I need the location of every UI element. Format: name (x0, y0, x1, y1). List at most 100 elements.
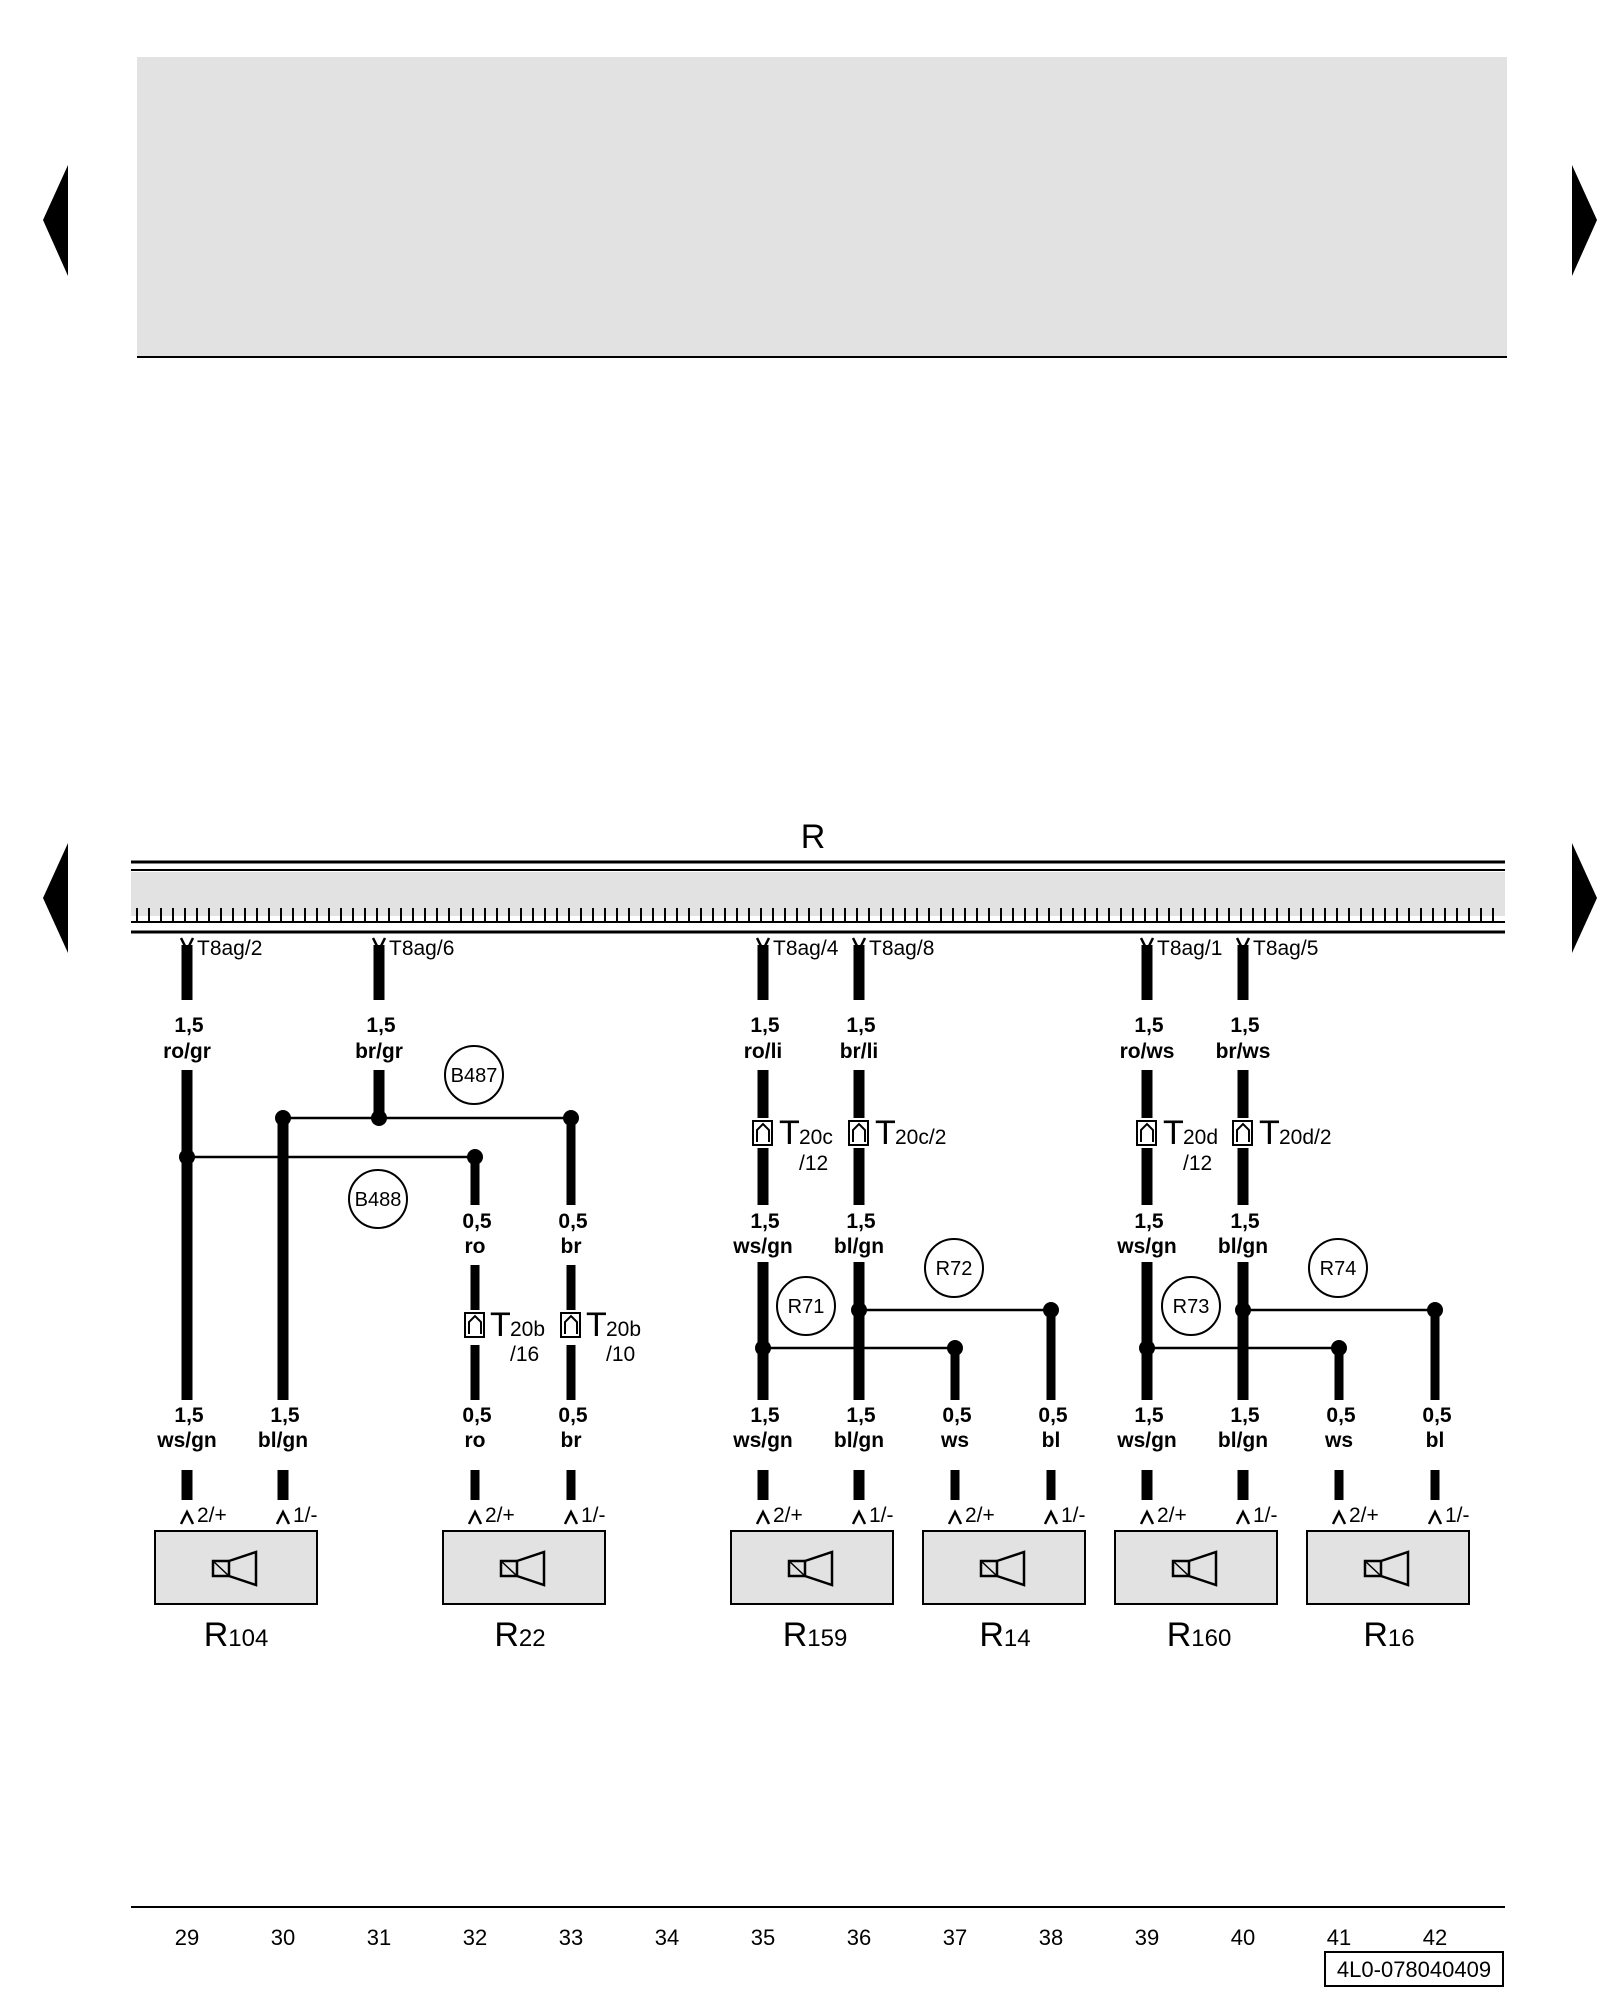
track-number: 39 (1135, 1925, 1159, 1950)
track-number: 40 (1231, 1925, 1255, 1950)
speaker-r16: R16 (1306, 1530, 1470, 1654)
svg-text:2/+: 2/+ (197, 1504, 227, 1527)
wire-label: br (561, 1429, 582, 1452)
wire-label: 1,5 (1134, 1210, 1164, 1233)
svg-text:R14: R14 (979, 1616, 1030, 1654)
svg-text:/12: /12 (1183, 1152, 1212, 1175)
svg-text:T8ag/6: T8ag/6 (389, 937, 454, 960)
svg-text:R16: R16 (1363, 1616, 1414, 1654)
junction-dots (179, 1110, 1443, 1356)
svg-text:R74: R74 (1320, 1258, 1357, 1280)
track-number: 42 (1423, 1925, 1447, 1950)
track-number: 33 (559, 1925, 583, 1950)
wire-label: bl/gn (1218, 1235, 1268, 1258)
svg-text:R71: R71 (788, 1296, 825, 1318)
wire-label: 1,5 (174, 1014, 204, 1037)
wire-label: br/li (840, 1040, 879, 1063)
speaker-icon (1363, 1550, 1410, 1587)
inline-connectors: T 20b /16 T 20b /10 T 20c /12 T 20c/2 (464, 1114, 1332, 1366)
wire-label: bl (1426, 1429, 1445, 1452)
wire-label: ws/gn (732, 1429, 793, 1452)
svg-text:T: T (1163, 1114, 1184, 1152)
track-number: 38 (1039, 1925, 1063, 1950)
svg-text:/12: /12 (799, 1152, 828, 1175)
speakers: R104 R22 R159 R14 R160 R16 (154, 1530, 1470, 1654)
splice-r71: R71 (776, 1276, 836, 1336)
wire-label: ws/gn (1116, 1235, 1177, 1258)
svg-text:2/+: 2/+ (485, 1504, 515, 1527)
svg-text:T8ag/5: T8ag/5 (1253, 937, 1318, 960)
wire-label: 1,5 (1134, 1404, 1164, 1427)
wire-label: 1,5 (750, 1404, 780, 1427)
track-number: 29 (175, 1925, 199, 1950)
svg-text:2/+: 2/+ (773, 1504, 803, 1527)
splice-r74: R74 (1308, 1238, 1368, 1298)
wire-label: 0,5 (1326, 1404, 1356, 1427)
next-page-arrow-icon-lower[interactable] (1572, 843, 1597, 953)
svg-text:T8ag/1: T8ag/1 (1157, 937, 1222, 960)
wire-label: 1,5 (1134, 1014, 1164, 1037)
connector-t20c-2: T 20c/2 (848, 1114, 946, 1152)
speaker-r14: R14 (922, 1530, 1086, 1654)
svg-text:T8ag/8: T8ag/8 (869, 937, 934, 960)
wire-label: 0,5 (462, 1210, 492, 1233)
prev-page-arrow-icon-lower[interactable] (43, 843, 68, 953)
radio-unit-R: R (131, 818, 1505, 934)
wire-label: 0,5 (558, 1210, 588, 1233)
svg-text:20c: 20c (799, 1126, 833, 1149)
wire-label: 1,5 (1230, 1404, 1260, 1427)
svg-text:R160: R160 (1167, 1616, 1232, 1654)
svg-text:1/-: 1/- (293, 1504, 318, 1527)
svg-text:T8ag/4: T8ag/4 (773, 937, 839, 960)
svg-text:R159: R159 (783, 1616, 848, 1654)
svg-text:1/-: 1/- (1253, 1504, 1278, 1527)
svg-text:1/-: 1/- (581, 1504, 606, 1527)
wire-label: 1,5 (1230, 1014, 1260, 1037)
splice-b487: B487 (444, 1045, 504, 1105)
wire-label: ws (1324, 1429, 1353, 1452)
svg-text:1/-: 1/- (869, 1504, 894, 1527)
wire-label: 1,5 (846, 1404, 876, 1427)
track-number: 31 (367, 1925, 391, 1950)
svg-text:20b: 20b (510, 1318, 545, 1341)
svg-text:B488: B488 (355, 1189, 402, 1211)
track-number: 36 (847, 1925, 871, 1950)
splice-r73: R73 (1161, 1276, 1221, 1336)
wire-label: 1,5 (174, 1404, 204, 1427)
svg-text:/10: /10 (606, 1343, 635, 1366)
svg-text:20c/2: 20c/2 (895, 1126, 946, 1149)
wire-label: ro/gr (163, 1040, 211, 1063)
prev-page-arrow-icon[interactable] (43, 165, 68, 276)
wire-label: br/ws (1216, 1040, 1271, 1063)
svg-text:1/-: 1/- (1445, 1504, 1470, 1527)
speaker-r22: R22 (442, 1530, 606, 1654)
svg-text:2/+: 2/+ (1157, 1504, 1187, 1527)
next-page-arrow-icon[interactable] (1572, 165, 1597, 276)
wire-label: bl/gn (834, 1429, 884, 1452)
speaker-icon (499, 1550, 546, 1587)
wire-label: 0,5 (1038, 1404, 1068, 1427)
connector-t20d-12: T 20d /12 (1136, 1114, 1218, 1175)
svg-text:2/+: 2/+ (1349, 1504, 1379, 1527)
svg-text:R72: R72 (936, 1258, 973, 1280)
connector-t20b-16: T 20b /16 (464, 1306, 545, 1366)
wire-label: 0,5 (1422, 1404, 1452, 1427)
wire-label: 1,5 (846, 1014, 876, 1037)
wire-label: br/gr (355, 1040, 403, 1063)
svg-text:T: T (490, 1306, 511, 1344)
connector-t8ag-1: T8ag/1 (1139, 937, 1222, 960)
wire-label: 1,5 (750, 1210, 780, 1233)
connector-t8ag-5: T8ag/5 (1235, 937, 1318, 960)
wire-label: ws/gn (1116, 1429, 1177, 1452)
document-id: 4L0-078040409 (1324, 1951, 1504, 1987)
svg-text:20d: 20d (1183, 1126, 1218, 1149)
wire-label: 1,5 (846, 1210, 876, 1233)
header-panel (137, 57, 1507, 357)
svg-text:T: T (779, 1114, 800, 1152)
svg-text:R73: R73 (1173, 1296, 1210, 1318)
svg-text:R104: R104 (204, 1616, 269, 1654)
wire-labels: 1,5ro/gr 1,5br/gr 1,5ro/li 1,5br/li 1,5r… (156, 1014, 1452, 1452)
wire-label: 0,5 (558, 1404, 588, 1427)
svg-text:T8ag/2: T8ag/2 (197, 937, 262, 960)
